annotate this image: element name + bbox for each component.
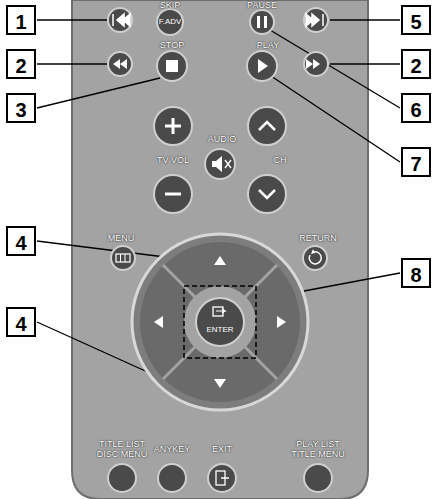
body-label: PLAY LIST <box>296 440 340 449</box>
button-label: ENTER <box>206 326 233 334</box>
body-label: SKIP <box>160 1 181 10</box>
body-label: TITLE MENU <box>291 450 345 459</box>
body-label: TV VOL <box>157 156 189 165</box>
body-label: TITLE LIST <box>99 440 145 449</box>
callout-number: 2 <box>401 49 431 79</box>
body-label: MENU <box>108 234 135 243</box>
body-label: RETURN <box>299 234 337 243</box>
body-label: CH <box>274 156 287 165</box>
callout-number: 3 <box>6 93 36 123</box>
body-label: EXIT <box>212 445 232 454</box>
callout-number: 4 <box>6 307 36 337</box>
callout-number: 7 <box>401 147 431 177</box>
callout-number: 4 <box>6 226 36 256</box>
body-label: PLAY <box>257 41 279 50</box>
button-label: F.ADV <box>159 18 182 26</box>
callout-number: 6 <box>401 93 431 123</box>
callout-number: 5 <box>401 5 431 35</box>
leader-lines <box>37 20 400 398</box>
body-label: ANYKEY <box>154 445 191 454</box>
remote-body <box>72 0 368 499</box>
callout-number: 1 <box>6 5 36 35</box>
callout-number: 8 <box>401 258 431 288</box>
body-label: DISC MENU <box>97 450 148 459</box>
buttons <box>108 8 332 492</box>
body-label: PAUSE <box>247 1 277 10</box>
body-label: AUDIO <box>208 135 237 144</box>
body-label: STOP <box>160 41 184 50</box>
callout-number: 2 <box>6 49 36 79</box>
